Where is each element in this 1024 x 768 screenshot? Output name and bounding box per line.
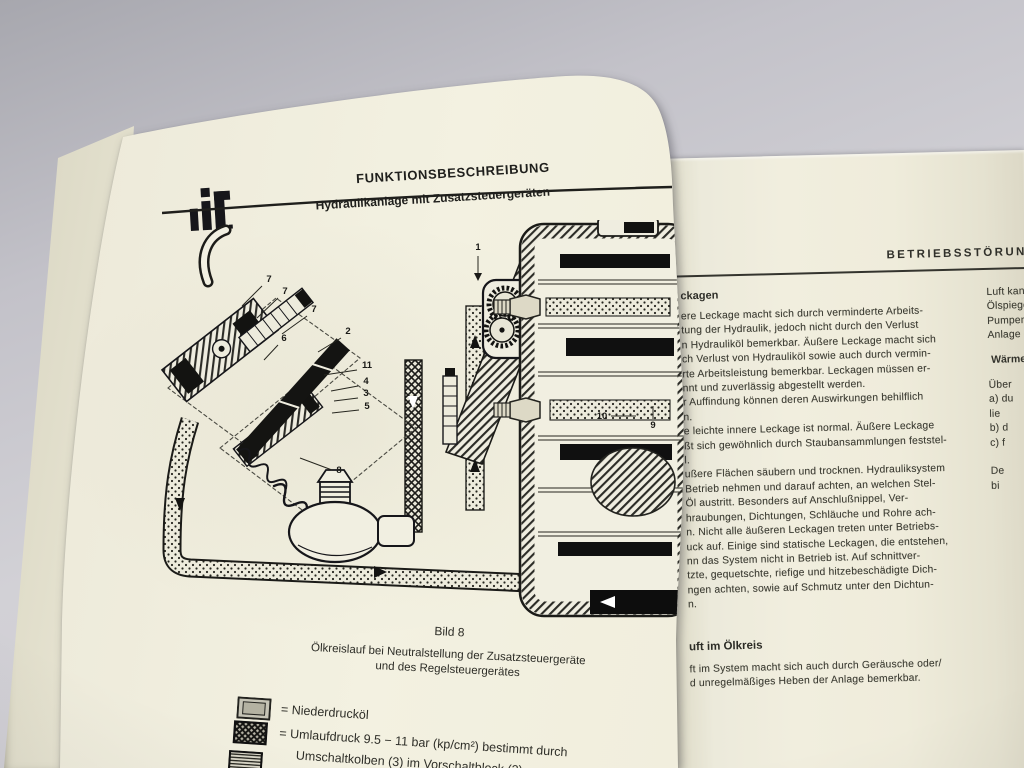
callout-number: 11 <box>362 360 373 371</box>
callout-number: 5 <box>364 401 370 412</box>
legend-swatch-lowpressure <box>236 696 271 720</box>
callout-number: 8 <box>336 465 341 476</box>
header-rule <box>162 184 674 218</box>
legend-label: = Niederdrucköl <box>280 702 370 723</box>
flow-arrows <box>175 335 480 578</box>
callout-number: 10 <box>597 411 608 422</box>
callout-number: 7 <box>282 286 287 297</box>
legend-swatch-circulation <box>233 720 268 745</box>
callout-number: 7 <box>266 274 271 285</box>
pump-fitting <box>289 470 414 562</box>
callout-number: 6 <box>281 333 286 344</box>
page-title: FUNKTIONSBESCHREIBUNG <box>355 159 551 187</box>
legend-swatch-third <box>228 750 263 768</box>
valve-block-section <box>494 220 692 616</box>
callout-number: 7 <box>311 304 316 315</box>
diagram-legend: = Niederdrucköl = Umlaufdruck 9.5 − 11 b… <box>226 692 671 768</box>
exploded-valve-assembly <box>162 230 457 527</box>
outlet-pipe <box>590 590 688 614</box>
callout-number: 1 <box>475 242 481 253</box>
callout-number: 9 <box>650 420 655 431</box>
callout-number: 4 <box>363 376 369 387</box>
callout-number: 2 <box>345 326 350 337</box>
callout-number: 3 <box>363 388 368 399</box>
low-pressure-pipe <box>172 420 598 586</box>
